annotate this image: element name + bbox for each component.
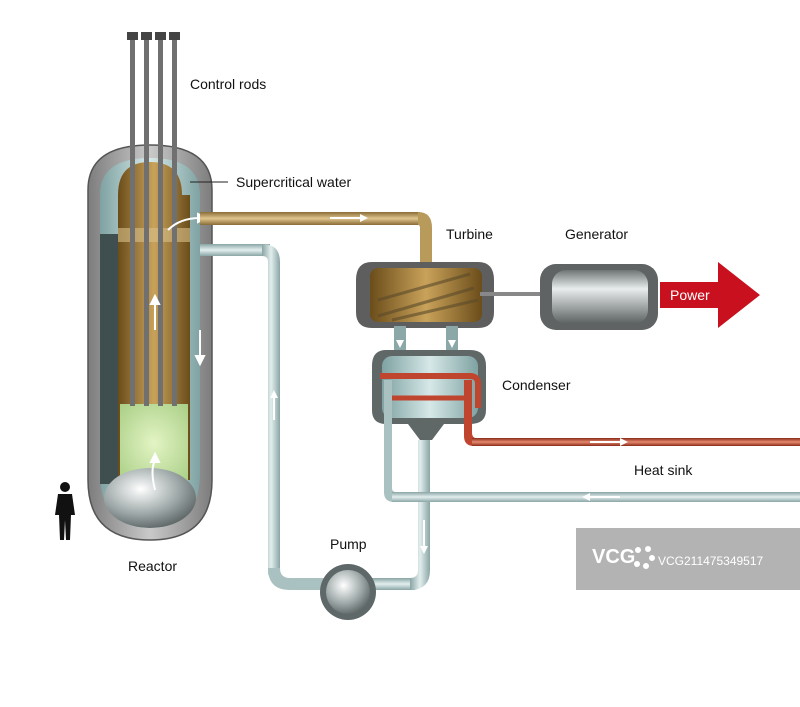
turbine-condenser-ducts <box>394 326 458 350</box>
lower-plenum <box>104 468 196 528</box>
label-heat-sink: Heat sink <box>634 462 693 478</box>
watermark-code: VCG211475349517 <box>658 554 764 568</box>
label-generator: Generator <box>565 226 629 242</box>
condenser <box>372 350 486 440</box>
label-turbine: Turbine <box>446 226 493 242</box>
label-condenser: Condenser <box>502 377 571 393</box>
human-silhouette-icon <box>55 482 75 540</box>
heat-sink-pipes <box>384 380 800 502</box>
control-rods <box>127 32 180 406</box>
label-reactor: Reactor <box>128 558 178 574</box>
pump <box>320 564 376 620</box>
watermark: VCG VCG211475349517 <box>576 528 800 590</box>
label-control-rods: Control rods <box>190 76 267 92</box>
watermark-brand: VCG <box>592 546 636 568</box>
generator <box>540 264 658 330</box>
downcomer-wall-left <box>100 234 118 484</box>
turbine <box>356 262 550 328</box>
feedwater-pipe <box>200 244 430 590</box>
power-arrow <box>660 262 760 328</box>
steam-pipe <box>200 212 432 262</box>
label-supercritical-water: Supercritical water <box>236 174 352 190</box>
label-power: Power <box>670 287 710 303</box>
label-pump: Pump <box>330 536 367 552</box>
reactor-vessel <box>87 144 213 541</box>
watermark-logo-icon <box>634 546 655 569</box>
